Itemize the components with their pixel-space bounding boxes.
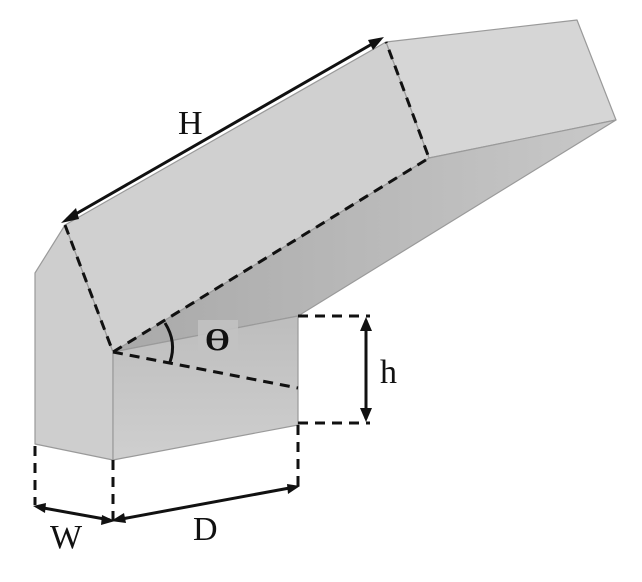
d-dimension-line <box>115 485 296 522</box>
dashed-guides <box>33 41 431 520</box>
h-arrow-end <box>368 37 384 50</box>
d-arrow-left <box>111 513 126 523</box>
w-dimension-line <box>37 505 111 522</box>
small-h-arrow-top <box>360 317 372 331</box>
d-arrow-right <box>287 484 300 494</box>
label-theta: ϴ <box>205 321 230 357</box>
label-H: H <box>178 105 203 142</box>
theta-arc <box>163 322 175 363</box>
h-arrow-start <box>61 208 79 223</box>
angle-reference-line <box>112 350 299 390</box>
label-h: h <box>380 354 397 391</box>
dimension-lines <box>33 37 384 525</box>
h-dimension-line-upper <box>66 38 380 221</box>
beam-body <box>34 19 617 461</box>
theta-label-backdrop <box>198 320 238 360</box>
label-D: D <box>193 511 218 548</box>
dimension-labels: H ϴ h W D <box>50 105 397 556</box>
w-arrow-right <box>101 515 115 525</box>
w-arrow-left <box>33 503 46 513</box>
small-h-arrow-bottom <box>360 408 372 422</box>
label-W: W <box>50 519 83 556</box>
upper-arm-outline <box>63 41 431 355</box>
